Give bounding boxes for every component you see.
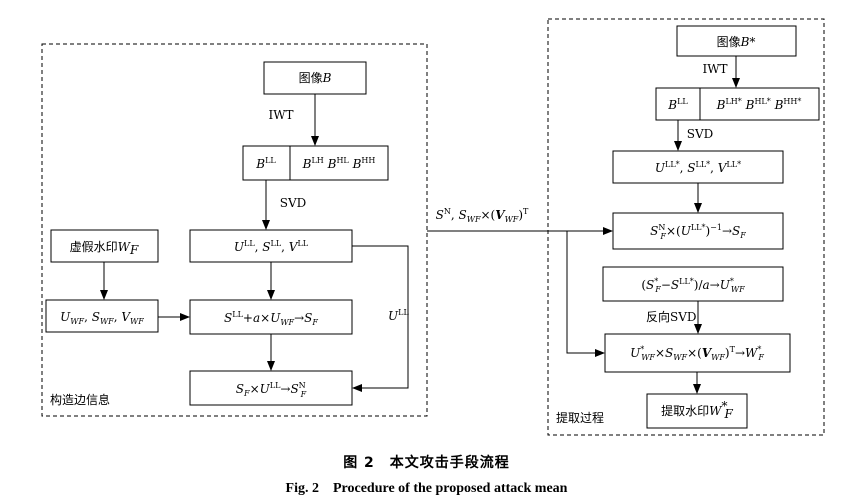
left-svd-output-box: ULL, SLL, VLL — [189, 229, 353, 263]
left-iwt-label: IWT — [268, 108, 293, 122]
svg-text:图像B: 图像B — [299, 71, 332, 85]
left-svd-label: SVD — [280, 196, 307, 210]
attack-procedure-diagram: 图像B IWT BLL BLH BHL BHH SVD ULL, SLL, VL… — [41, 18, 825, 436]
left-image-box: 图像B — [263, 61, 367, 95]
extract-watermark-box: 提取水印W*F — [646, 393, 748, 429]
right-panel-label: 提取过程 — [556, 410, 604, 425]
right-image-box: 图像B* — [676, 25, 797, 57]
left-panel-label: 构造边信息 — [50, 392, 110, 407]
svg-text:ULL*, SLL*, VLL*: ULL*, SLL*, VLL* — [655, 160, 741, 175]
svg-text:SF×ULL→SNF: SF×ULL→SNF — [236, 381, 307, 399]
svg-text:U*WF×SWF×(VWF)T→W*F: U*WF×SWF×(VWF)T→W*F — [630, 345, 764, 362]
svg-text:BLH* BHL* BHH*: BLH* BHL* BHH* — [716, 97, 802, 112]
right-iwt-label: IWT — [702, 62, 727, 76]
right-svd-label: SVD — [687, 127, 714, 141]
svg-text:UWF, SWF, VWF: UWF, SWF, VWF — [60, 310, 144, 326]
left-dashed-panel — [41, 43, 428, 417]
figure-caption-zh: 图 2 本文攻击手段流程 — [343, 455, 510, 471]
svg-text:虚假水印WF: 虚假水印WF — [70, 240, 139, 257]
arrow-link-to-reconstruct — [566, 231, 605, 357]
svg-text:提取水印W*F: 提取水印W*F — [661, 399, 733, 421]
svg-text:BLL: BLL — [667, 97, 688, 112]
link-label: SN, SWF×(VWF)T — [436, 207, 529, 224]
svg-text:图像B*: 图像B* — [717, 35, 756, 49]
recover-u-box: (S*F−SLL*)/a→U*WF — [602, 266, 784, 302]
svg-text:SLL+a×UWF→SF: SLL+a×UWF→SF — [224, 310, 318, 327]
figure-caption-en: Fig. 2 Procedure of the proposed attack … — [285, 481, 568, 496]
right-dashed-panel — [547, 18, 825, 436]
right-svd-output-box: ULL*, SLL*, VLL* — [612, 150, 784, 184]
left-bands-box: BLL BLH BHL BHH — [242, 145, 389, 181]
arrow-u-side-path — [352, 245, 409, 392]
fake-watermark-box: 虚假水印WF — [50, 229, 159, 263]
svg-text:SNF×(ULL*)−1→SF: SNF×(ULL*)−1→SF — [650, 223, 746, 241]
inverse-svd-label: 反向SVD — [646, 309, 697, 324]
svg-text:ULL, SLL, VLL: ULL, SLL, VLL — [234, 239, 309, 254]
svg-text:BLL: BLL — [255, 156, 276, 171]
right-bands-box: BLL BLH* BHL* BHH* — [655, 87, 820, 121]
reconstruct-box: U*WF×SWF×(VWF)T→W*F — [604, 333, 791, 373]
embed-box: SLL+a×UWF→SF — [189, 299, 353, 335]
svg-text:BLH BHL BHH: BLH BHL BHH — [302, 156, 376, 171]
u-side-label: ULL — [388, 308, 409, 323]
svg-text:(S*F−SLL*)/a→U*WF: (S*F−SLL*)/a→U*WF — [641, 277, 745, 294]
watermark-svd-box: UWF, SWF, VWF — [45, 299, 159, 333]
